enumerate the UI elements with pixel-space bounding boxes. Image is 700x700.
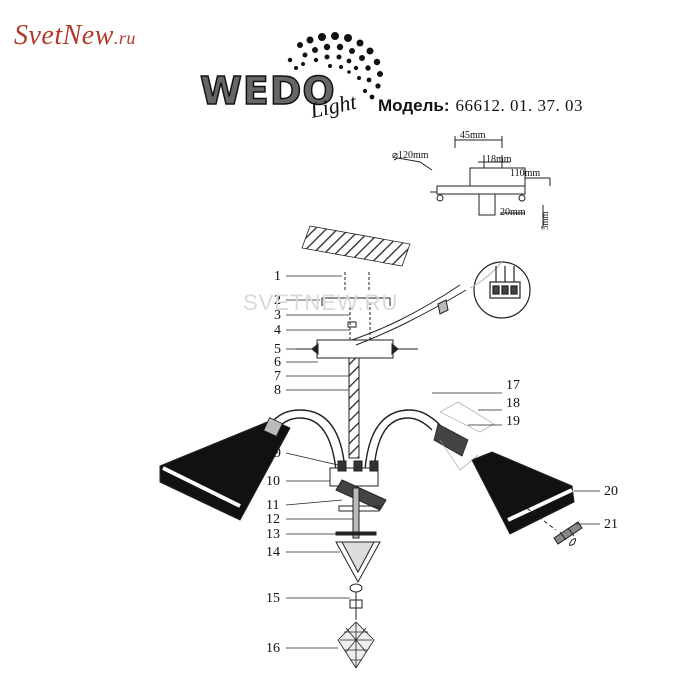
part-number: 21	[604, 517, 618, 532]
dim-45: 45mm	[460, 130, 486, 141]
ceiling-surface	[301, 225, 411, 267]
lampshade-left	[159, 417, 291, 521]
part-number: 16	[266, 641, 280, 656]
part-number: 13	[266, 527, 280, 542]
part-number: 7	[274, 369, 281, 384]
part-number: 15	[266, 591, 280, 606]
brand-logo: WEDO Light	[199, 32, 383, 123]
brand-logo-dots	[287, 32, 383, 100]
crystal-pendant-icon	[337, 621, 375, 669]
model-label: Модель:	[378, 96, 450, 115]
dim-diameter-120: ⌀120mm	[392, 150, 429, 161]
watermark: SVETNEW.RU	[243, 290, 399, 315]
site-logo-text: SvetNew	[14, 20, 114, 51]
part-number: 5	[274, 342, 281, 357]
site-logo-tld: .ru	[113, 28, 136, 48]
brand-logo-text: WEDO	[200, 69, 336, 113]
mounting-dimension-inset	[393, 136, 551, 228]
model-number: 66612. 01. 37. 03	[455, 96, 583, 115]
ceiling-mount	[296, 272, 467, 459]
part-number: 18	[506, 396, 520, 411]
left-leader-lines	[285, 275, 353, 649]
part-number: 8	[274, 383, 281, 398]
wire-connector-icon	[469, 261, 531, 319]
right-leader-lines	[432, 392, 600, 525]
screw-icon	[515, 499, 583, 546]
hub-assembly	[329, 460, 387, 620]
part-number: 9	[274, 446, 281, 461]
part-number: 19	[506, 414, 520, 429]
dim-20: 20mm	[500, 207, 526, 218]
model-line: Модель: 66612. 01. 37. 03	[378, 96, 583, 116]
part-number: 10	[266, 474, 280, 489]
part-number: 3	[274, 308, 281, 323]
part-number: 20	[604, 484, 618, 499]
lampshade-right	[433, 401, 575, 535]
dim-5: 5mm	[540, 211, 550, 230]
dim-18: 18mm	[486, 154, 512, 165]
dim-110: 110mm	[510, 168, 540, 179]
part-number: 1	[274, 269, 281, 284]
part-number: 6	[274, 355, 281, 370]
site-logo: SvetNew.ru	[14, 20, 136, 52]
part-number: 14	[266, 545, 280, 560]
part-number: 11	[266, 498, 279, 513]
part-number: 2	[274, 293, 281, 308]
part-number: 12	[266, 512, 280, 527]
part-number: 4	[274, 323, 281, 338]
part-number: 17	[506, 378, 520, 393]
